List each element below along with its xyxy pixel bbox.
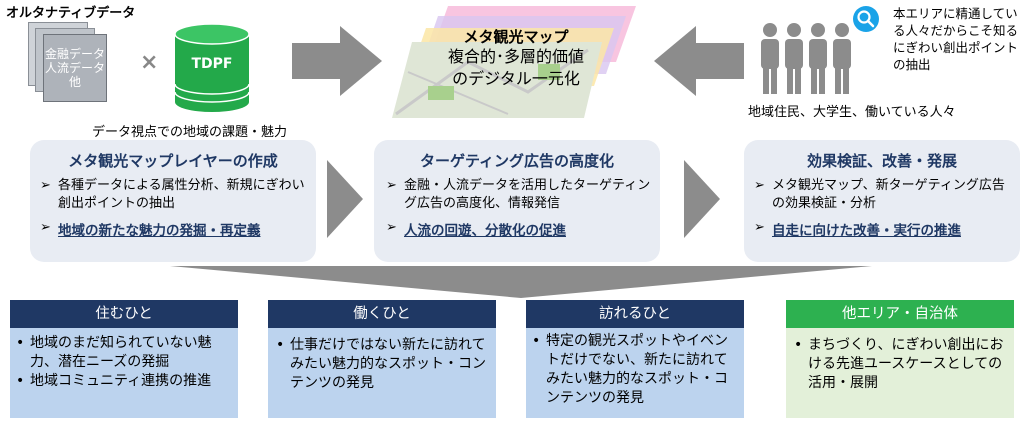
search-icon [853,6,879,32]
list-item: • 地域のまだ知られていない魅力、潜在ニーズの発掘 [16,334,232,372]
bullet-marker: ➢ [754,220,765,235]
list-item: • 仕事だけではない新たに訪れてみたい魅力的なスポット・コンテンツの発見 [276,336,488,393]
map-title: メタ観光マップ [463,28,569,46]
bullet-marker: ➢ [386,220,397,235]
left-arrow-icon [654,26,744,96]
box-header: 働くひと [268,300,496,328]
map-layers-icon [392,6,636,118]
data-caption: データ視点での地域の課題・魅力 [92,125,288,140]
people-caption: 地域住民、大学生、働いている人々 [748,105,956,120]
map-subtitle: 複合的･多層的価値 のデジタル一元化 [410,46,622,90]
list-item-text: 地域のまだ知られていない魅力、潜在ニーズの発掘 [30,335,212,370]
bullet-text: メタ観光マップ、新ターゲティング広告の効果検証・分析 [772,178,1005,211]
bullet-text: 金融・人流データを活用したターゲティング広告の高度化、情報発信 [404,178,651,211]
panel-link-row: ➢ 人流の回遊、分散化の促進 [386,219,652,239]
list-dot: • [16,335,25,351]
down-funnel-arrow-icon [170,266,872,298]
box-body: • 特定の観光スポットやイベントだけでない、新たに訪れてみたい魅力的なスポット・… [526,328,744,418]
panel-evaluation: 効果検証、改善・発展 ➢ メタ観光マップ、新ターゲティング広告の効果検証・分析 … [744,140,1020,262]
panel-title: メタ観光マップレイヤーの作成 [68,152,278,170]
list-item: • 地域コミュニティ連携の推進 [16,372,232,391]
list-item-text: まちづくり、にぎわい創出における先進ユースケースとしての活用・展開 [808,337,1004,391]
insight-note: 本エリアに精通している人々だからこそ知るにぎわい創出ポイントの抽出 [893,6,1019,72]
people-group-icon [761,23,851,94]
tdpf-label: TDPF [191,56,233,72]
panel-bullet: ➢ 各種データによる属性分析、新規にぎわい創出ポイントの抽出 [40,177,308,213]
box-header: 住むひと [10,300,238,328]
panel-link[interactable]: 自走に向けた改善・実行の推進 [772,223,961,239]
panel-title: 効果検証、改善・発展 [806,152,957,170]
panel-bullet: ➢ 金融・人流データを活用したターゲティング広告の高度化、情報発信 [386,177,652,213]
list-item: • 特定の観光スポットやイベントだけでない、新たに訪れてみたい魅力的なスポット・… [532,332,738,408]
bullet-marker: ➢ [40,220,51,235]
box-header: 訪れるひと [526,300,744,328]
list-item-text: 特定の観光スポットやイベントだけでない、新たに訪れてみたい魅力的なスポット・コン… [546,333,728,406]
data-document-card: 金融データ 人流データ 他 [43,34,107,102]
map-subtitle-line1: 複合的･多層的価値 [447,47,584,66]
list-item-text: 地域コミュニティ連携の推進 [30,373,212,389]
doc-line-flow: 人流データ [44,61,105,75]
box-body: • 仕事だけではない新たに訪れてみたい魅力的なスポット・コンテンツの発見 [268,328,496,418]
box-other-areas: 他エリア・自治体 • まちづくり、にぎわい創出における先進ユースケースとしての活… [786,300,1014,418]
box-body: • 地域のまだ知られていない魅力、潜在ニーズの発掘 • 地域コミュニティ連携の推… [10,328,238,418]
map-subtitle-line2: のデジタル一元化 [452,69,580,88]
box-workers: 働くひと • 仕事だけではない新たに訪れてみたい魅力的なスポット・コンテンツの発… [268,300,496,418]
bullet-marker: ➢ [386,178,397,193]
alt-data-title: オルタナティブデータ [6,6,136,21]
list-dot: • [16,373,25,389]
panel-bullet: ➢ メタ観光マップ、新ターゲティング広告の効果検証・分析 [754,177,1014,213]
list-dot: • [276,337,285,353]
list-dot: • [532,333,541,349]
bullet-marker: ➢ [40,178,51,193]
right-arrow-icon [327,160,363,238]
right-arrow-icon [684,160,720,238]
panel-link[interactable]: 人流の回遊、分散化の促進 [404,223,566,239]
panel-targeting: ターゲティング広告の高度化 ➢ 金融・人流データを活用したターゲティング広告の高… [374,140,660,262]
panel-link-row: ➢ 地域の新たな魅力の発掘・再定義 [40,219,308,239]
box-header: 他エリア・自治体 [786,300,1014,328]
database-cylinder-icon [174,23,250,112]
list-dot: • [794,337,803,353]
list-item: • まちづくり、にぎわい創出における先進ユースケースとしての活用・展開 [794,336,1006,393]
doc-line-other: 他 [68,75,81,89]
panel-map-layer: メタ観光マップレイヤーの作成 ➢ 各種データによる属性分析、新規にぎわい創出ポイ… [30,140,316,262]
box-visitors: 訪れるひと • 特定の観光スポットやイベントだけでない、新たに訪れてみたい魅力的… [526,300,744,418]
box-body: • まちづくり、にぎわい創出における先進ユースケースとしての活用・展開 [786,328,1014,418]
bullet-marker: ➢ [754,178,765,193]
panel-link[interactable]: 地域の新たな魅力の発掘・再定義 [58,223,261,239]
doc-line-finance: 金融データ [44,47,105,61]
box-residents: 住むひと • 地域のまだ知られていない魅力、潜在ニーズの発掘 • 地域コミュニテ… [10,300,238,418]
panel-link-row: ➢ 自走に向けた改善・実行の推進 [754,219,1014,239]
panel-title: ターゲティング広告の高度化 [419,152,615,170]
bullet-text: 各種データによる属性分析、新規にぎわい創出ポイントの抽出 [58,178,305,211]
times-symbol: × [140,50,159,75]
right-arrow-icon [292,26,382,96]
list-item-text: 仕事だけではない新たに訪れてみたい魅力的なスポット・コンテンツの発見 [290,337,486,391]
